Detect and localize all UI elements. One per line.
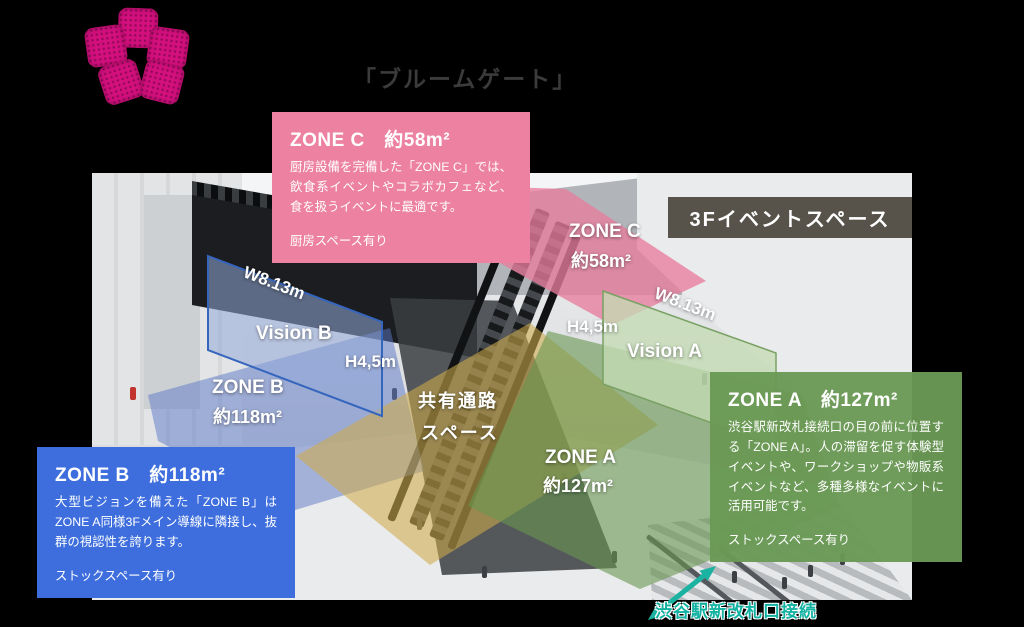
left-column <box>144 195 200 409</box>
zone-b-description: 大型ビジョンを備えた「ZONE B」はZONE A同様3Fメイン導線に隣接し、抜… <box>55 495 277 549</box>
shared-corridor-label2: スペース <box>421 423 499 443</box>
zone-c-info-box: ZONE C 約58m² 厨房設備を完備した「ZONE C」では、飲食系イベント… <box>272 112 530 263</box>
zone-b-info-box: ZONE B 約118m² 大型ビジョンを備えた「ZONE B」はZONE A同… <box>37 447 295 598</box>
station-access-arrow-icon <box>648 566 716 620</box>
zone-c-title: ZONE C 約58m² <box>290 130 451 151</box>
zone-a-area-label: ZONE A <box>545 447 617 468</box>
page-title: 「ブルームゲート」 <box>353 66 578 92</box>
zone-c-description: 厨房設備を完備した「ZONE C」では、飲食系イベントやコラボカフェなど、食を扱… <box>290 160 512 214</box>
zone-c-area-size: 約58m² <box>571 251 632 271</box>
person <box>782 577 787 589</box>
person <box>130 387 136 400</box>
shared-corridor-label: 共有通路 <box>418 391 498 411</box>
zone-a-info-box: ZONE A 約127m² 渋谷駅新改札接続口の目の前に位置する「ZONE A」… <box>710 372 962 563</box>
zone-c-note: 厨房スペース有り <box>290 233 388 248</box>
floor-banner: 3Fイベントスペース <box>668 197 912 238</box>
person <box>732 571 737 583</box>
station-access-label: 渋谷駅新改札口接続 <box>655 602 817 621</box>
vision-a-height-label: H4,5m <box>567 317 619 336</box>
person <box>482 566 487 578</box>
vision-b-height-label: H4,5m <box>345 352 397 371</box>
zone-a-note: ストックスペース有り <box>728 533 851 548</box>
zone-a-description: 渋谷駅新改札接続口の目の前に位置する「ZONE A」。人の滞留を促す体験型イベン… <box>728 420 944 514</box>
vision-b-label: Vision B <box>256 323 332 344</box>
zone-b-area-size: 約118m² <box>213 407 283 427</box>
zone-a-title: ZONE A 約127m² <box>728 390 898 411</box>
logo-petal-icon <box>137 57 187 107</box>
zone-b-note: ストックスペース有り <box>55 568 178 583</box>
zone-b-title: ZONE B 約118m² <box>55 465 226 486</box>
zone-c-area-label: ZONE C <box>569 221 641 242</box>
sakura-logo <box>83 6 197 108</box>
vision-b-screen <box>207 254 383 418</box>
person <box>808 565 813 577</box>
zone-a-area-size: 約127m² <box>543 476 614 496</box>
zone-b-area-label: ZONE B <box>212 377 284 398</box>
vision-a-label: Vision A <box>627 341 702 362</box>
